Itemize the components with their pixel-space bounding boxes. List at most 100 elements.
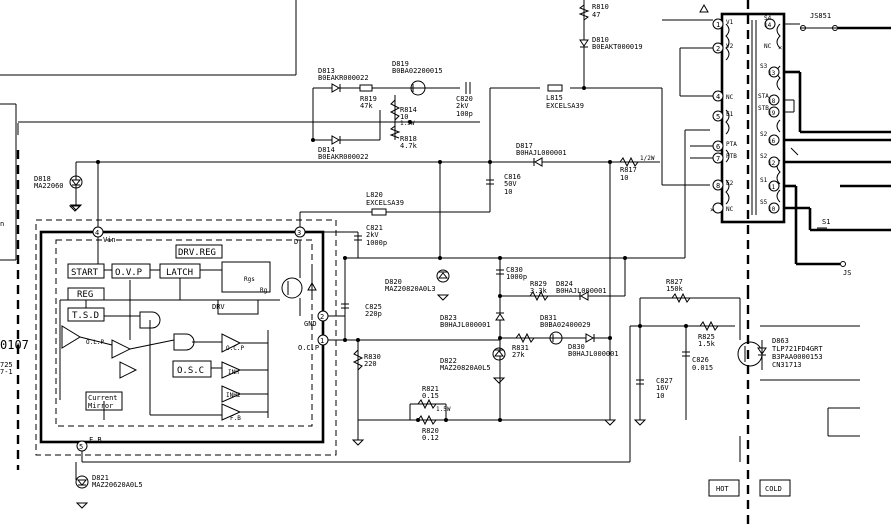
ic-ocp-small-label: O.C.P — [226, 345, 244, 352]
r829-resistor: R829 3.3k — [529, 280, 549, 302]
d863-line-3: CN31713 — [772, 361, 802, 369]
pin-2-num: 2 — [320, 313, 324, 321]
r829-value: 3.3k — [530, 287, 548, 295]
l815-ref: L815 — [546, 94, 563, 102]
top-wiring — [75, 0, 710, 420]
c821-value: 1000p — [366, 239, 387, 247]
tp-4-num: 4 — [716, 93, 720, 101]
c820-capacitor: C820 2kV 100p — [456, 82, 473, 118]
transformer-primary-pins: 1 V1 2 V2 4 NC 5 E1 6 PTA 7 PTB 8 E2 × N… — [662, 3, 737, 214]
d863-ref: D863 — [772, 337, 789, 345]
d822-ref: D822 — [440, 357, 457, 365]
js851-label: JS851 — [810, 12, 831, 20]
r819-value: 47k — [360, 102, 373, 110]
r817-value: 10 — [620, 174, 628, 182]
tp-nc-name: NC — [726, 206, 734, 213]
ic-latch-label: LATCH — [166, 268, 193, 278]
r819-ref: R819 — [360, 95, 377, 103]
d817-diode: D817 B0HAJL000001 — [516, 142, 567, 167]
ts-16-num: 16 — [768, 138, 776, 145]
ic-fb-small-label: F.B — [230, 415, 241, 422]
d824-part: B0HAJL000001 — [556, 287, 607, 295]
d819-ref: D819 — [392, 60, 409, 68]
js-label: JS — [843, 269, 851, 277]
d819-part: B0BA02200015 — [392, 67, 443, 75]
r825-resistor: R825 1.5k — [698, 320, 719, 348]
r817-rating: 1/2W — [640, 155, 655, 162]
c827-ref: C827 — [656, 377, 673, 385]
d830-part: B0HAJL000001 — [568, 350, 619, 358]
r819-resistor: R819 47k — [359, 84, 377, 110]
d821-ref: D821 — [92, 474, 109, 482]
ic-osc-label: O.S.C — [177, 366, 204, 376]
d821-part: MAZ20620A0L5 — [92, 481, 143, 489]
r814-resistor: R814 10 1.5W — [389, 95, 417, 140]
c816-ref: C816 — [504, 173, 521, 181]
ts-11-name: S1 — [760, 177, 768, 184]
hot-cold-separator — [739, 290, 860, 526]
c825-value: 220p — [365, 310, 382, 318]
c821-voltage: 2kV — [366, 231, 379, 239]
d823-diode: D823 B0HAJL000001 — [440, 312, 505, 329]
ts-19-name: STB — [758, 105, 769, 112]
c825-capacitor: C825 220p — [341, 303, 382, 318]
d814-diode: D814 B0EAKR000022 — [318, 135, 369, 161]
ic-inh-label: INH — [228, 369, 239, 376]
tp-7-num: 7 — [716, 155, 720, 163]
d863-optocoupler: D863 TLP721FD4GRT B3PAA0000153 CN31713 — [737, 337, 823, 370]
r820-value: 0.12 — [422, 434, 439, 442]
d831-part: B0BA02400029 — [540, 321, 591, 329]
r831-resistor: R831 27k — [512, 332, 535, 359]
ts-12-num: 12 — [768, 160, 776, 167]
r827-value: 150k — [666, 285, 684, 293]
c826-ref: C826 — [692, 356, 709, 364]
pin-1-num: 1 — [320, 337, 324, 345]
d810-ref: D810 — [592, 36, 609, 44]
c826-value: 0.015 — [692, 364, 713, 372]
r820-rating: 1.5W — [436, 406, 451, 413]
ic-internal-blocks: START O.V.P LATCH DRV.REG REG T.S.D O.S.… — [59, 240, 280, 422]
r830-value: 220 — [364, 360, 377, 368]
r814-rating: 1.5W — [400, 120, 415, 127]
ic-tsd-label: T.S.D — [72, 311, 99, 321]
d813-ref: D813 — [318, 67, 335, 75]
fragment-n: n — [0, 220, 4, 228]
pin-4-name: Vin — [103, 236, 116, 244]
ts-10-num: 10 — [768, 206, 776, 213]
d810-part: B0EAKT000019 — [592, 43, 643, 51]
pin-4-num: 4 — [95, 229, 99, 237]
ts-18-name: STA — [758, 93, 769, 100]
ic-drv-label: DRV — [212, 303, 225, 311]
r825-ref: R825 — [698, 333, 715, 341]
left-fragments: 0107 725 7-1 n — [0, 220, 29, 376]
c825-ref: C825 — [365, 303, 382, 311]
d817-part: B0HAJL000001 — [516, 149, 567, 157]
ic-drv-reg-label: DRV.REG — [178, 248, 216, 258]
svg-text:×: × — [778, 44, 782, 52]
r818-resistor: R818 4.7k — [389, 125, 418, 150]
r810-value: 47 — [592, 11, 600, 19]
d863-line-2: B3PAA0000153 — [772, 353, 823, 361]
fragment-725: 725 — [0, 361, 13, 369]
c816-voltage: 50V — [504, 180, 517, 188]
secondary-wiring: JS851 JS S1 — [784, 12, 891, 277]
r817-resistor: 1/2W R817 10 — [619, 155, 655, 182]
c827-voltage: 16V — [656, 384, 669, 392]
tp-2-name: V2 — [726, 43, 734, 50]
r814-value: 10 — [400, 113, 408, 121]
d824-diode: D824 B0HAJL000001 — [556, 280, 607, 301]
d818-zener: D818 MA22060 — [34, 175, 83, 211]
c821-ref: C821 — [366, 224, 383, 232]
ts-10-name: S5 — [760, 199, 768, 206]
c830-capacitor: C830 1000p — [496, 266, 527, 281]
ic-inh2-label: INH2 — [226, 392, 241, 399]
tp-8-name: E2 — [726, 180, 734, 187]
c830-ref: C830 — [506, 266, 523, 274]
zone-labels: HOT COLD — [708, 479, 791, 497]
frame-lines — [0, 0, 480, 470]
ic-current-label: Current — [88, 394, 118, 402]
d814-part: B0EAKR000022 — [318, 153, 369, 161]
r818-value: 4.7k — [400, 142, 418, 150]
c827-capacitor: C827 16V 10 — [636, 377, 673, 400]
